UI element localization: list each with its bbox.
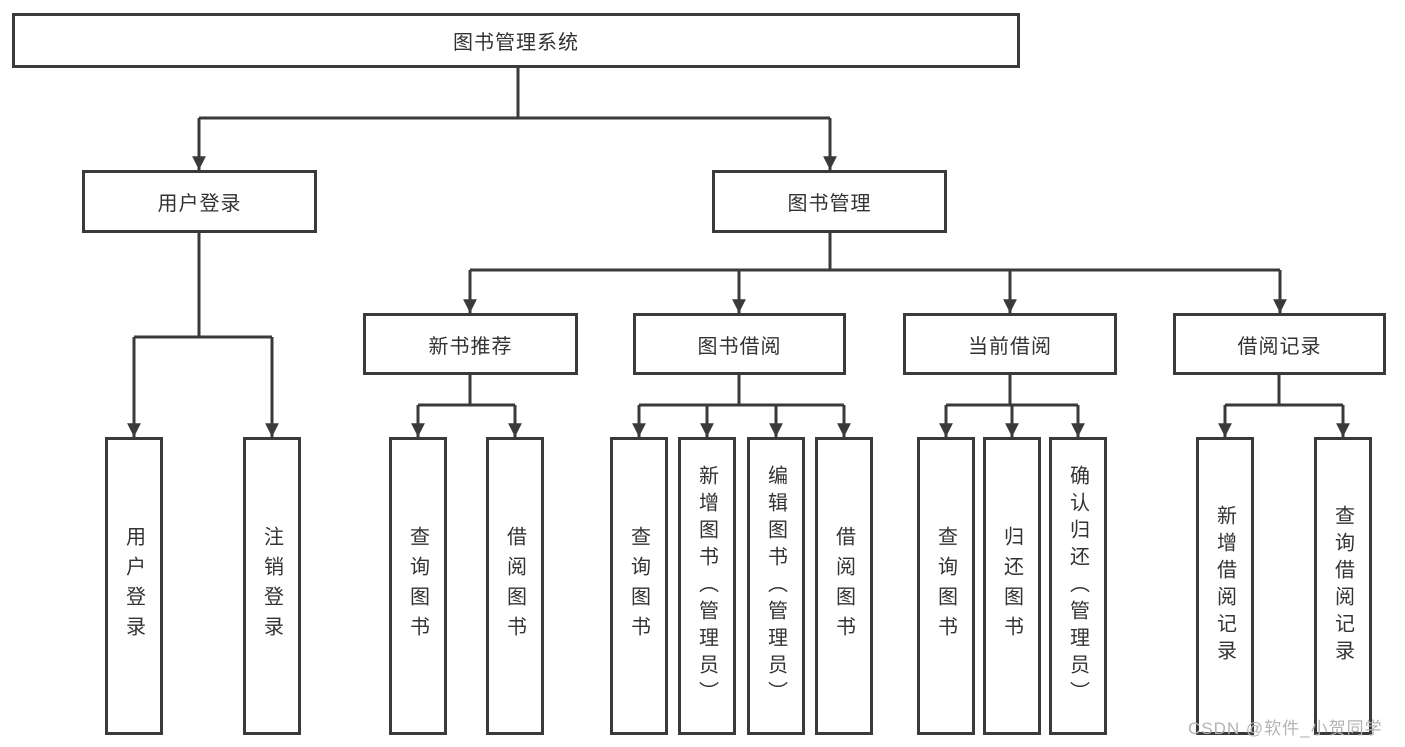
node-new-book-recommend: 新书推荐	[363, 313, 578, 375]
leaf-recommend-query-books: 查询图书	[389, 437, 447, 735]
leaf-borrow-books: 借阅图书	[815, 437, 873, 735]
node-book-borrow: 图书借阅	[633, 313, 846, 375]
node-borrow-records: 借阅记录	[1173, 313, 1386, 375]
node-book-management: 图书管理	[712, 170, 947, 233]
leaf-add-borrow-record: 新增借阅记录	[1196, 437, 1254, 735]
leaf-query-borrow-record: 查询借阅记录	[1314, 437, 1372, 735]
leaf-user-login: 用户登录	[105, 437, 163, 735]
node-library-management-system: 图书管理系统	[12, 13, 1020, 68]
node-user-login: 用户登录	[82, 170, 317, 233]
leaf-current-query-books: 查询图书	[917, 437, 975, 735]
leaf-return-books: 归还图书	[983, 437, 1041, 735]
leaf-confirm-return-admin: 确认归还（管理员）	[1049, 437, 1107, 735]
leaf-logout: 注销登录	[243, 437, 301, 735]
leaf-add-books-admin: 新增图书（管理员）	[678, 437, 736, 735]
csdn-watermark: CSDN @软件_小贺同学	[1188, 719, 1383, 738]
node-current-borrow: 当前借阅	[903, 313, 1117, 375]
leaf-borrow-query-books: 查询图书	[610, 437, 668, 735]
leaf-recommend-borrow-books: 借阅图书	[486, 437, 544, 735]
leaf-edit-books-admin: 编辑图书（管理员）	[747, 437, 805, 735]
